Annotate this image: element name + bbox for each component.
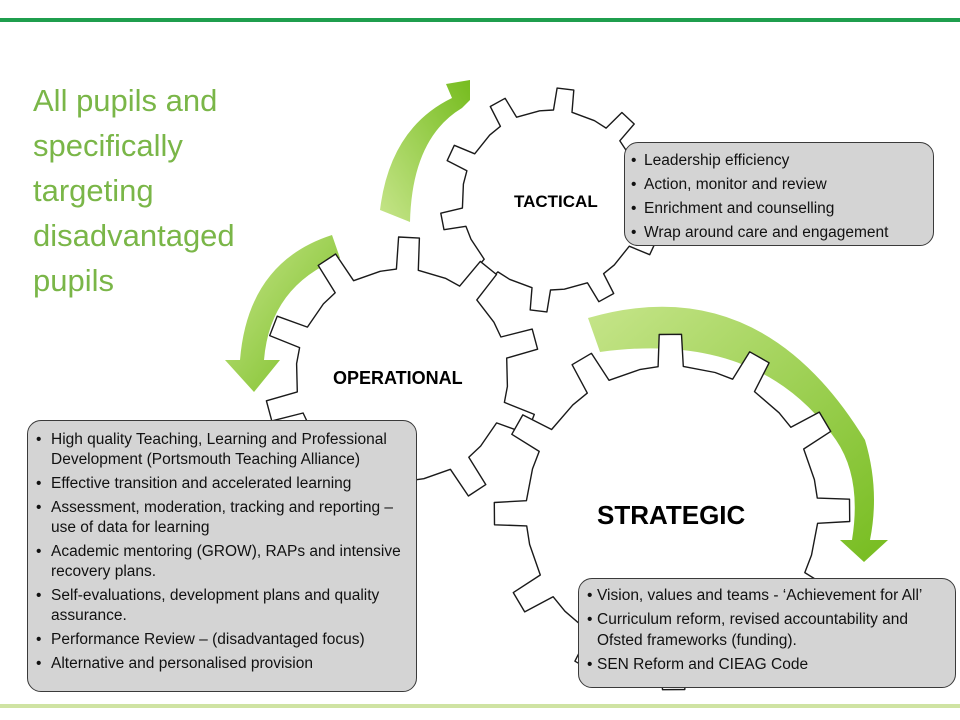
headline-line: targeting: [33, 173, 154, 208]
list-item: Alternative and personalised provision: [36, 654, 408, 674]
headline-line: disadvantaged: [33, 218, 235, 253]
arrow-left-curve: [225, 235, 340, 392]
arrow-top-curve: [380, 80, 470, 222]
list-item: Enrichment and counselling: [631, 197, 925, 221]
bottom-accent-bar: [0, 704, 960, 708]
headline: All pupils and specifically targeting di…: [33, 78, 273, 303]
strategic-list: Vision, values and teams - ‘Achievement …: [587, 585, 949, 675]
gear-label-operational: OPERATIONAL: [333, 368, 463, 388]
list-item: Performance Review – (disadvantaged focu…: [36, 630, 408, 650]
list-item: SEN Reform and CIEAG Code: [587, 654, 949, 675]
operational-box: High quality Teaching, Learning and Prof…: [27, 420, 417, 692]
headline-line: specifically: [33, 128, 183, 163]
list-item: Action, monitor and review: [631, 173, 925, 197]
arrow-right-curve: [588, 306, 888, 562]
headline-line: All pupils and: [33, 83, 218, 118]
operational-list: High quality Teaching, Learning and Prof…: [36, 430, 408, 674]
top-accent-bar: [0, 18, 960, 22]
list-item: Assessment, moderation, tracking and rep…: [36, 498, 408, 538]
gear-tactical: [440, 87, 664, 313]
list-item: Leadership efficiency: [631, 149, 925, 173]
strategic-box: Vision, values and teams - ‘Achievement …: [578, 578, 956, 688]
list-item: Self-evaluations, development plans and …: [36, 586, 408, 626]
headline-line: pupils: [33, 263, 114, 298]
tactical-list: Leadership efficiency Action, monitor an…: [631, 149, 925, 245]
gear-label-strategic: STRATEGIC: [597, 500, 746, 530]
list-item: Wrap around care and engagement: [631, 221, 925, 245]
gear-label-tactical: TACTICAL: [514, 192, 598, 211]
list-item: Academic mentoring (GROW), RAPs and inte…: [36, 542, 408, 582]
list-item: Curriculum reform, revised accountabilit…: [587, 609, 949, 651]
list-item: Effective transition and accelerated lea…: [36, 474, 408, 494]
list-item: Vision, values and teams - ‘Achievement …: [587, 585, 949, 606]
list-item: High quality Teaching, Learning and Prof…: [36, 430, 408, 470]
tactical-box: Leadership efficiency Action, monitor an…: [624, 142, 934, 246]
